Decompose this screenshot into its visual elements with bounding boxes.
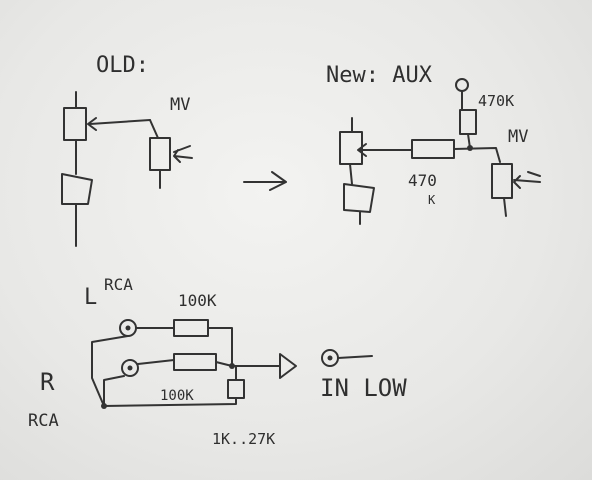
l-100k-resistor [173,319,209,337]
old-wiper-wire-2 [149,119,159,139]
r-ground-wire [103,375,125,407]
old-mv-pot [149,137,171,171]
in-low-jack-center [327,355,333,361]
old-label: OLD: [96,53,149,78]
ground-dot [101,403,107,409]
new-circuit: New: AUX 470K 470 K MV [326,63,541,225]
mixer-circuit: L RCA 100K 100K R RCA 1K..27K [28,275,407,448]
r-100k-resistor [173,353,217,371]
new-wiper-arrow [357,143,367,157]
new-label: New: AUX [326,63,433,88]
new-mv-wiper [513,171,541,189]
old-circuit: OLD: MV [61,53,193,247]
new-pot-lead-bottom [349,163,353,185]
l-rca-label: RCA [104,275,133,294]
new-k-label: K [428,193,436,207]
old-wiper-wire [89,119,151,125]
new-potentiometer [339,131,363,165]
aux-jack-icon [455,78,469,92]
r-rca-jack-icon [121,359,139,377]
r-top-100k-label: 100K [178,291,217,310]
pulldown-resistor [227,379,245,399]
old-amp-symbol [61,173,93,205]
new-mv-pot [491,163,513,199]
transition-arrow-icon [243,171,287,191]
l-wire-right [207,327,233,367]
old-mv-wiper [173,145,193,163]
in-low-lead [337,355,373,359]
r-rca-jack-center [127,365,133,371]
old-wiper-arrow [87,117,97,131]
r-bottom-100k-label: 100K [160,388,194,404]
r-wire [137,359,175,365]
l-rca-jack-center [125,325,131,331]
new-470k-label: 470K [478,92,514,110]
old-mv-label: MV [170,95,190,115]
pulldown-value-label: 1K..27K [212,430,275,448]
ground-wire [103,397,237,407]
in-low-label: IN LOW [320,374,407,402]
new-amp-symbol [343,183,375,213]
new-mv-lead [503,197,507,217]
new-right-wire [453,147,501,163]
new-470-label: 470 [408,171,437,190]
new-mv-label: MV [508,127,528,147]
old-potentiometer [63,107,87,141]
l-letter: L [84,285,97,310]
left-bus-wire [91,335,129,407]
new-470k-resistor [459,109,477,135]
r-letter: R [40,368,55,396]
r-rca-label: RCA [28,411,59,431]
output-arrow-icon [279,353,297,379]
new-470-resistor [411,139,455,159]
